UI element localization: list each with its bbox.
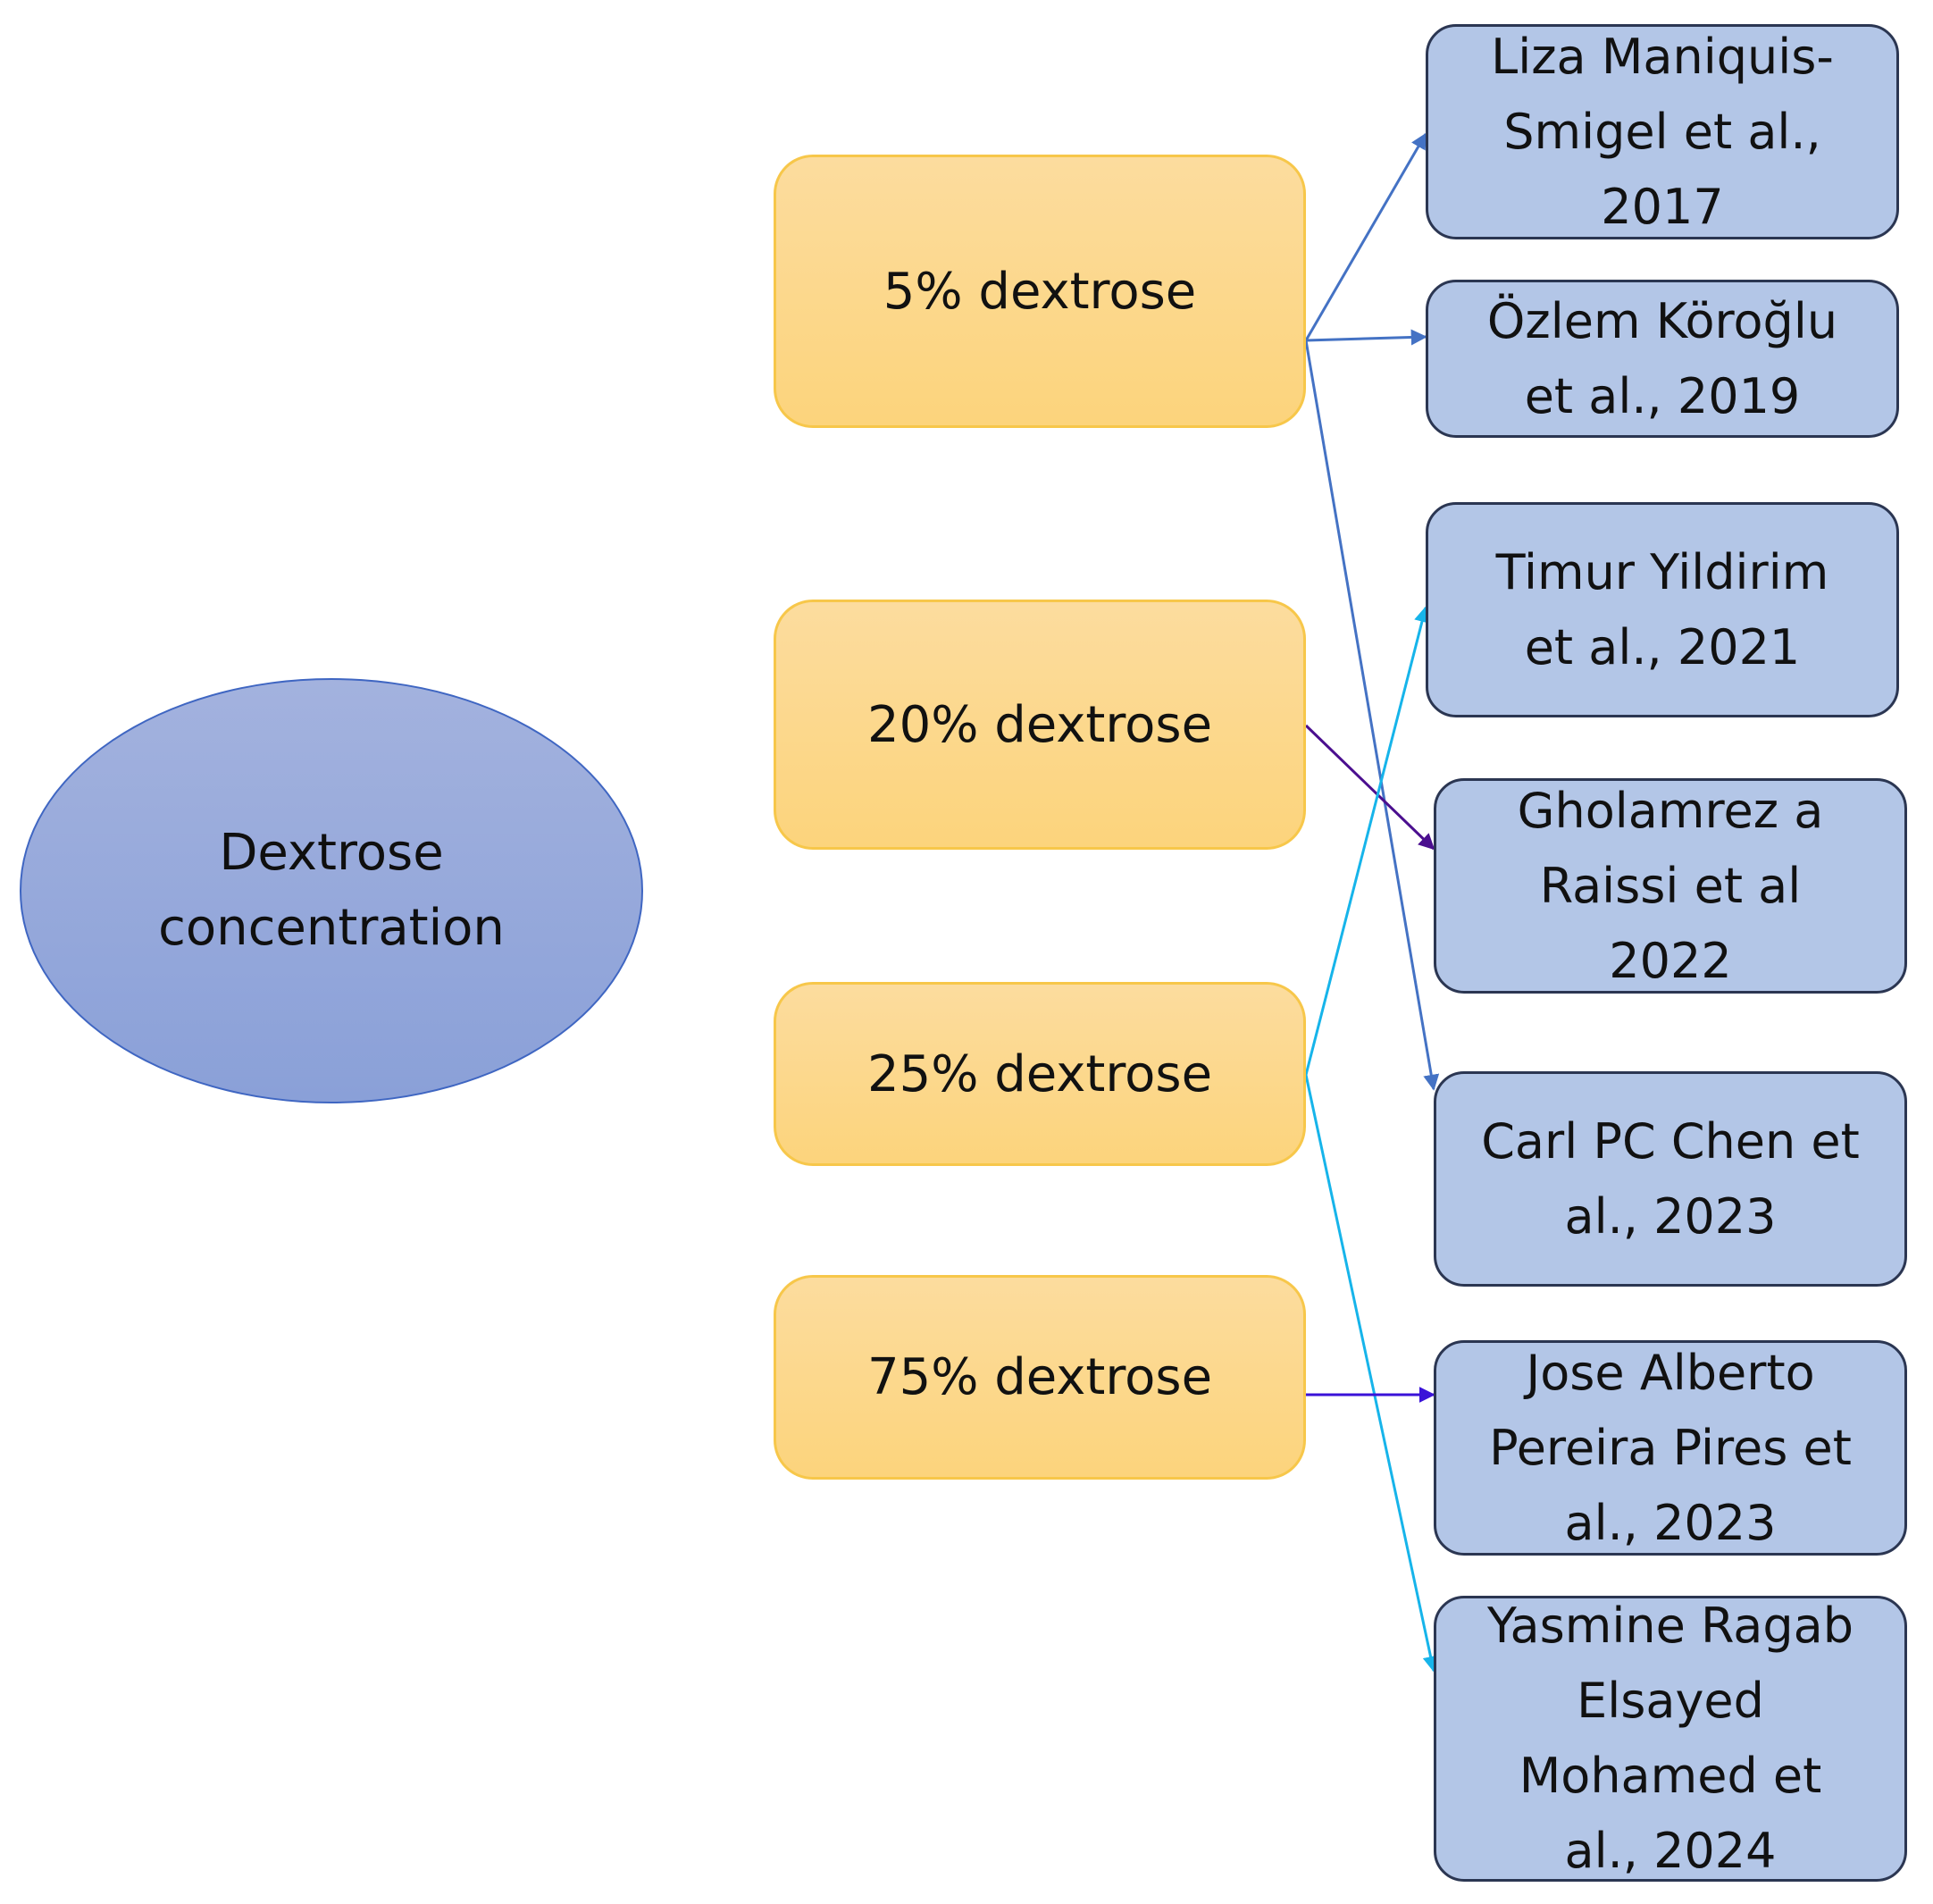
study-label: Gholamrez a Raissi et al 2022 <box>1517 782 1824 989</box>
root-node-label: Dextrose concentration <box>158 824 505 957</box>
study-label: Yasmine Ragab Elsayed Mohamed et al., 20… <box>1486 1598 1854 1879</box>
edge-c25-to-s7 <box>1304 1074 1439 1673</box>
concentration-node-5-percent: 5% dextrose <box>774 155 1306 428</box>
concentration-label: 20% dextrose <box>866 695 1213 754</box>
concentration-label: 5% dextrose <box>883 262 1197 321</box>
study-node-maniquis-smigel-2017: Liza Maniquis- Smigel et al., 2017 <box>1426 24 1899 239</box>
edge-c5-to-s5 <box>1304 340 1440 1091</box>
study-label: Liza Maniquis- Smigel et al., 2017 <box>1491 28 1834 235</box>
study-node-mohamed-2024: Yasmine Ragab Elsayed Mohamed et al., 20… <box>1434 1596 1907 1882</box>
root-node-ellipse: Dextrose concentration <box>20 678 643 1103</box>
study-label: Jose Alberto Pereira Pires et al., 2023 <box>1489 1344 1852 1551</box>
edge-c20-to-s4 <box>1304 724 1435 851</box>
concentration-node-20-percent: 20% dextrose <box>774 600 1306 850</box>
study-label: Carl PC Chen et al., 2023 <box>1481 1112 1860 1245</box>
study-label: Timur Yildirim et al., 2021 <box>1495 543 1829 675</box>
study-node-raissi-2022: Gholamrez a Raissi et al 2022 <box>1434 778 1907 994</box>
edge-c25-to-s3 <box>1304 606 1430 1076</box>
concentration-node-75-percent: 75% dextrose <box>774 1275 1306 1480</box>
concentration-label: 75% dextrose <box>866 1348 1213 1406</box>
study-node-koroglu-2019: Özlem Köroğlu et al., 2019 <box>1426 280 1899 438</box>
study-label: Özlem Köroğlu et al., 2019 <box>1486 292 1838 424</box>
study-node-pires-2023: Jose Alberto Pereira Pires et al., 2023 <box>1434 1340 1907 1556</box>
study-node-chen-2023: Carl PC Chen et al., 2023 <box>1434 1071 1907 1287</box>
edge-c5-to-s1 <box>1304 132 1427 341</box>
concentration-label: 25% dextrose <box>866 1044 1213 1103</box>
concentration-node-25-percent: 25% dextrose <box>774 982 1306 1166</box>
study-node-yildirim-2021: Timur Yildirim et al., 2021 <box>1426 502 1899 717</box>
edge-c5-to-s2 <box>1305 329 1427 346</box>
